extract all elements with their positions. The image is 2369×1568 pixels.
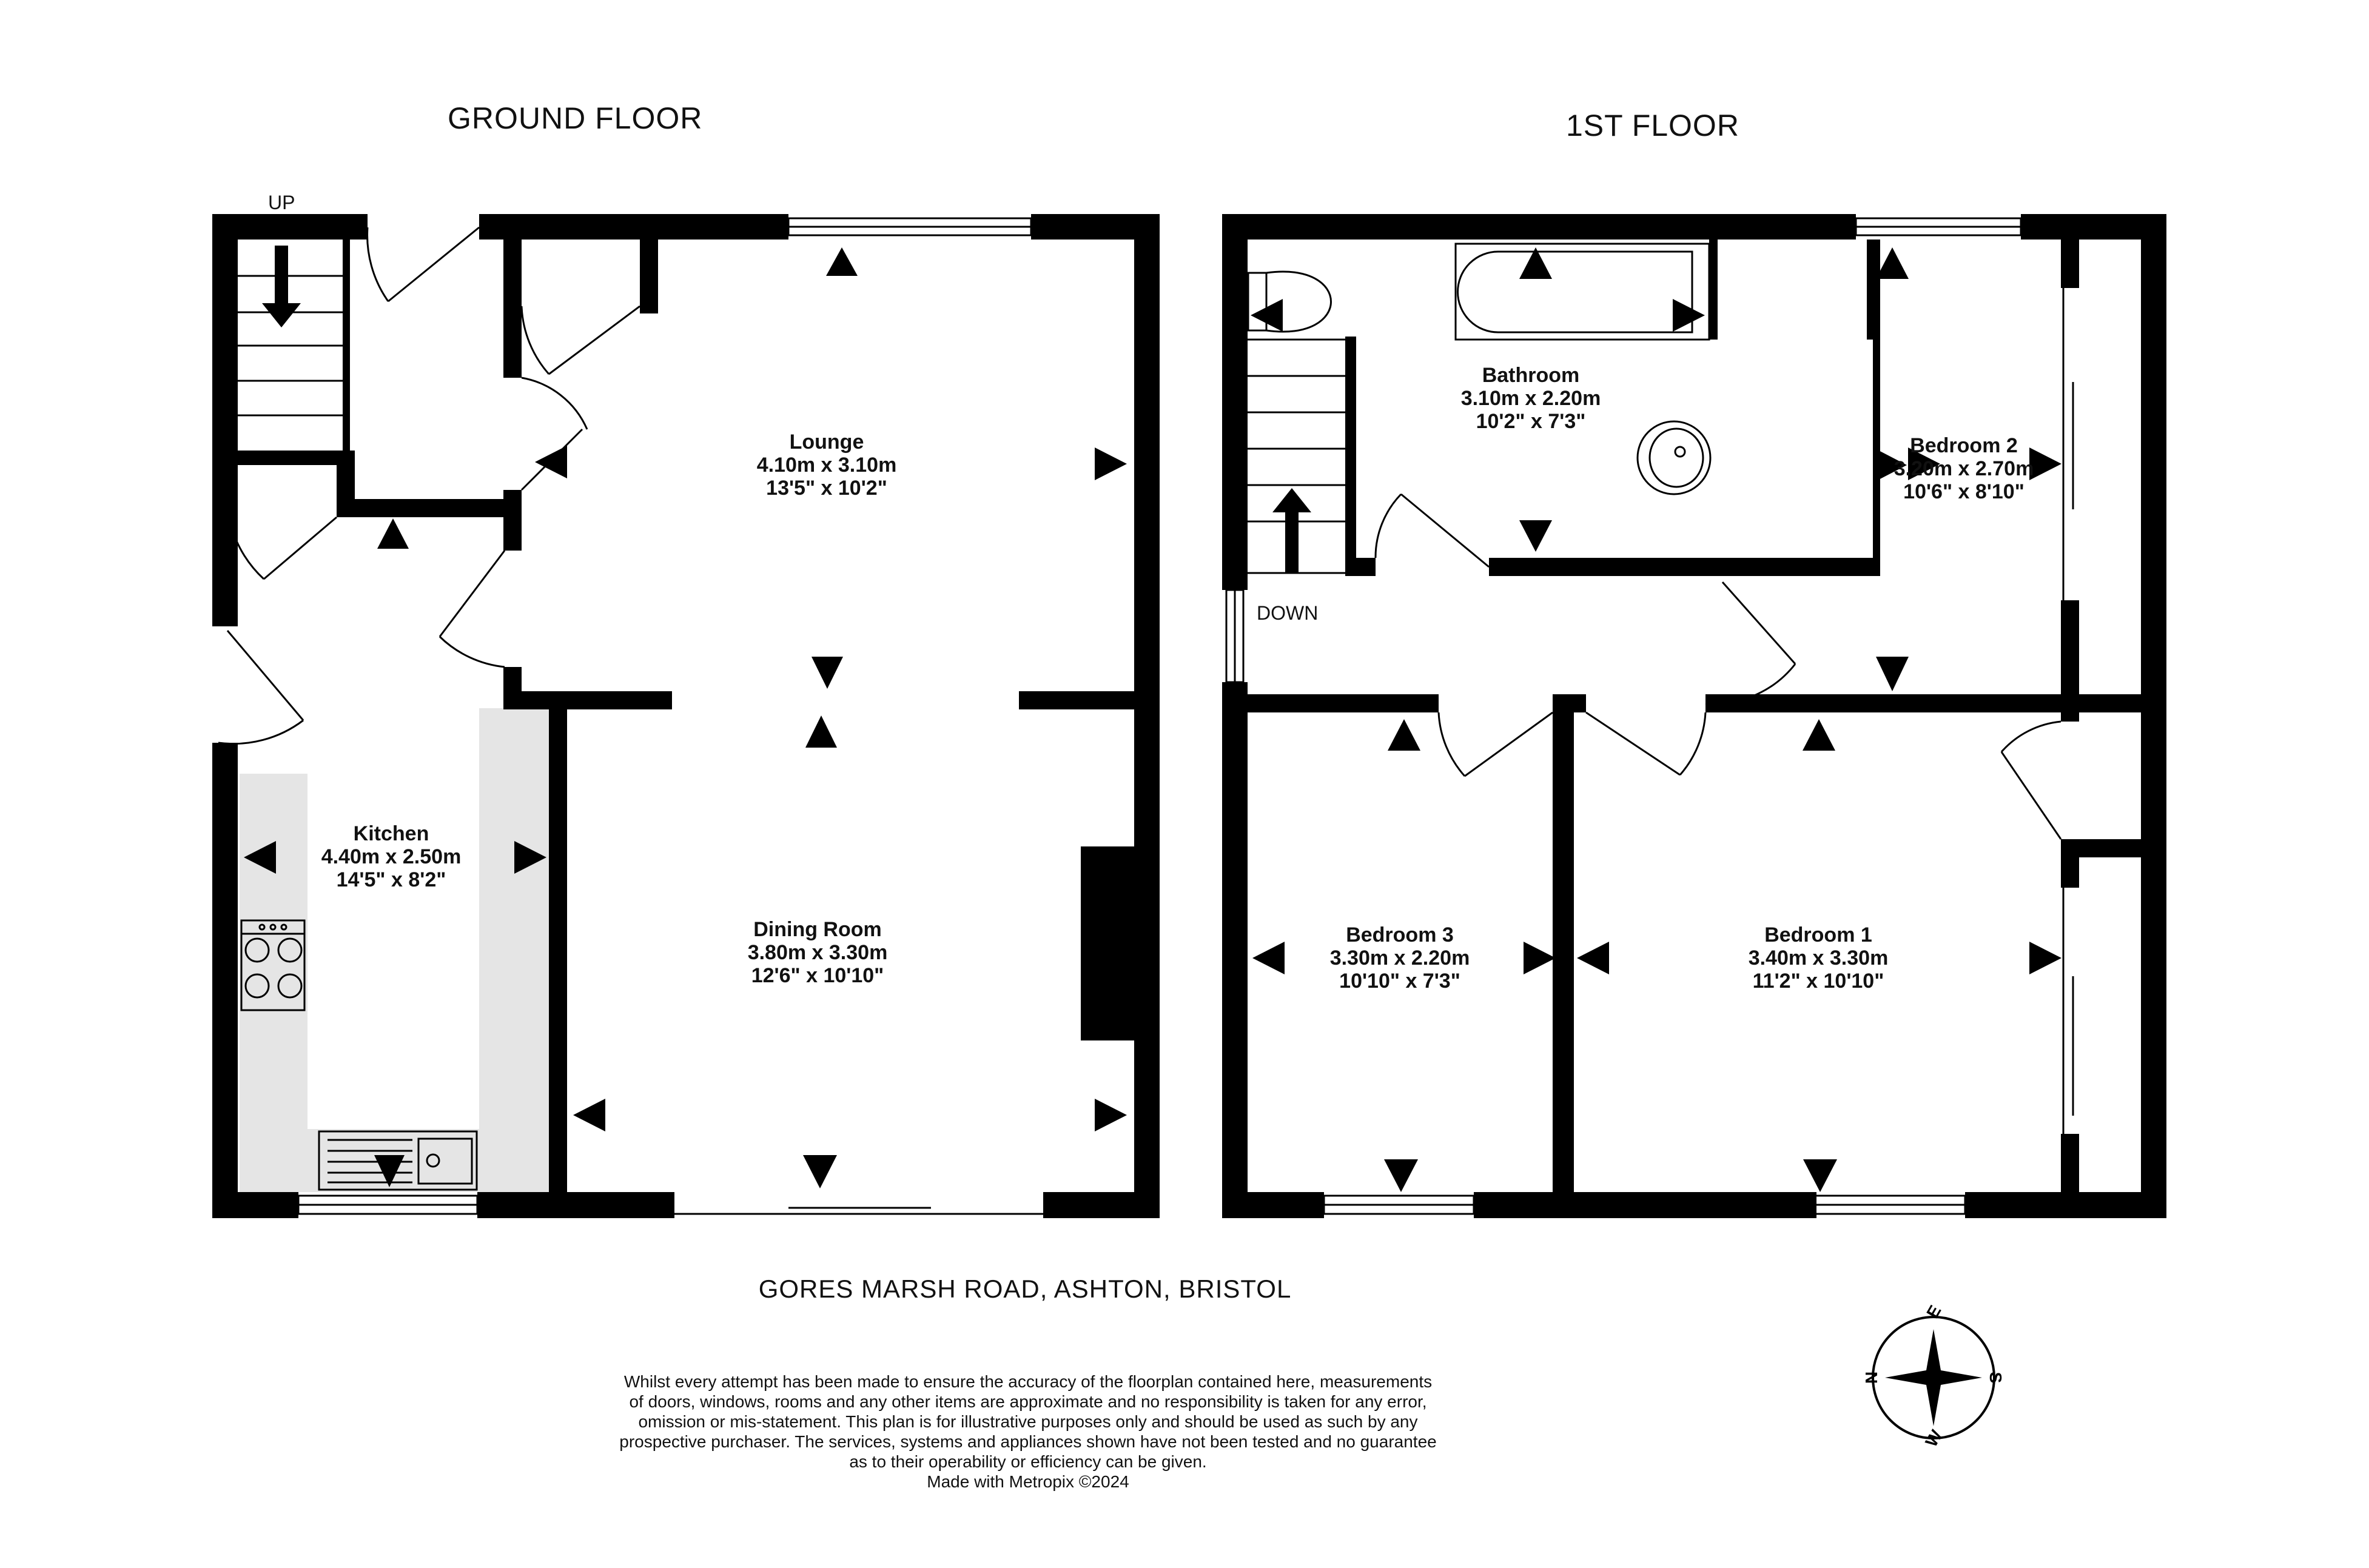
disclaimer: Whilst every attempt has been made to en… <box>558 1372 1498 1492</box>
room-metric: 3.10m x 2.20m <box>1460 387 1601 410</box>
first-stairs-arrow <box>1272 488 1311 573</box>
disclaimer-line: prospective purchaser. The services, sys… <box>619 1432 1437 1451</box>
room-metric: 3.40m x 3.30m <box>1748 946 1889 970</box>
kitchen-worktops <box>240 708 551 1192</box>
ground-floor-windows <box>297 217 1043 1215</box>
room-name: Lounge <box>789 431 864 454</box>
room-name: Kitchen <box>353 822 429 845</box>
first-floor-walls <box>1222 214 2166 1218</box>
room-label-kitchen: Kitchen 4.40m x 2.50m 14'5" x 8'2" <box>321 822 462 891</box>
room-imperial: 13'5" x 10'2" <box>766 477 887 500</box>
compass-n-label: N <box>1862 1372 1881 1384</box>
first-floor-doors <box>1374 493 2062 840</box>
disclaimer-credit: Made with Metropix ©2024 <box>927 1472 1129 1491</box>
room-metric: 3.30m x 2.20m <box>1329 946 1470 970</box>
room-metric: 3.20m x 2.70m <box>1894 457 2034 480</box>
room-imperial: 10'10" x 7'3" <box>1339 970 1460 993</box>
room-metric: 3.80m x 3.30m <box>747 941 888 964</box>
room-name: Bathroom <box>1482 364 1580 387</box>
room-imperial: 11'2" x 10'10" <box>1752 970 1884 993</box>
compass-s-label: S <box>1986 1372 2005 1384</box>
ground-floor-title: GROUND FLOOR <box>448 101 703 135</box>
room-name: Dining Room <box>753 918 882 941</box>
toilet <box>1247 270 1332 333</box>
bath-tub <box>1454 243 1710 341</box>
stairs-up-label: UP <box>268 192 295 213</box>
first-floor-dimension-arrows <box>1251 247 2062 1192</box>
room-label-bathroom: Bathroom 3.10m x 2.20m 10'2" x 7'3" <box>1461 364 1601 433</box>
room-name: Bedroom 3 <box>1346 923 1454 946</box>
room-label-bedroom-2: Bedroom 2 3.20m x 2.70m 10'6" x 8'10" <box>1894 434 2034 503</box>
disclaimer-line: omission or mis-statement. This plan is … <box>638 1412 1418 1431</box>
compass-ring <box>1872 1316 1995 1439</box>
first-floor-windows <box>1225 217 2074 1215</box>
room-label-dining-room: Dining Room 3.80m x 3.30m 12'6" x 10'10" <box>748 918 888 987</box>
compass-w-label: W <box>1921 1427 1946 1450</box>
room-imperial: 10'2" x 7'3" <box>1476 410 1586 433</box>
room-imperial: 14'5" x 8'2" <box>336 868 446 891</box>
room-imperial: 12'6" x 10'10" <box>751 964 884 987</box>
room-label-lounge: Lounge 4.10m x 3.10m 13'5" x 10'2" <box>757 431 897 500</box>
room-label-bedroom-3: Bedroom 3 3.30m x 2.20m 10'10" x 7'3" <box>1330 923 1470 993</box>
room-label-bedroom-1: Bedroom 1 3.40m x 3.30m 11'2" x 10'10" <box>1749 923 1889 993</box>
room-metric: 4.40m x 2.50m <box>321 845 462 868</box>
disclaimer-line: Whilst every attempt has been made to en… <box>623 1372 1433 1391</box>
compass-star-icon <box>1885 1329 1982 1426</box>
hob <box>240 919 306 1011</box>
disclaimer-line: of doors, windows, rooms and any other i… <box>629 1392 1427 1411</box>
room-name: Bedroom 1 <box>1764 923 1872 946</box>
ground-stairs-arrow <box>262 246 301 327</box>
room-name: Bedroom 2 <box>1910 434 2018 457</box>
compass: N S E W <box>1862 1302 2005 1450</box>
wash-basin <box>1636 420 1712 495</box>
disclaimer-line: as to their operability or efficiency ca… <box>849 1452 1207 1471</box>
stairs-down-label: DOWN <box>1257 602 1319 624</box>
first-floor-title: 1ST FLOOR <box>1566 109 1739 142</box>
ground-floor-doors <box>218 226 640 745</box>
ground-floor-walls <box>212 214 1160 1218</box>
room-imperial: 10'6" x 8'10" <box>1903 480 2025 503</box>
property-address: GORES MARSH ROAD, ASHTON, BRISTOL <box>758 1275 1292 1303</box>
ground-floor-dimension-arrows <box>244 247 1127 1188</box>
room-metric: 4.10m x 3.10m <box>756 454 897 477</box>
